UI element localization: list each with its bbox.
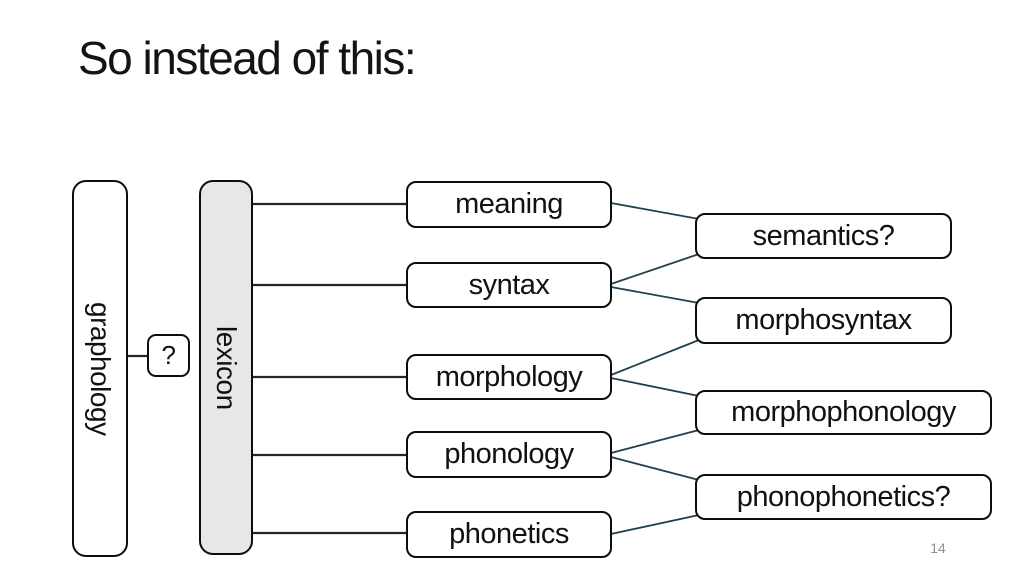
edge-morphology-morphosyntax [610, 339, 700, 376]
node-morphosyntax: morphosyntax [695, 297, 952, 344]
node-graphology: graphology [72, 180, 128, 557]
node-question-mark: ? [147, 334, 190, 377]
edge-phonetics-phonophonetics [610, 514, 700, 535]
edge-syntax-morphosyntax [610, 286, 700, 304]
edge-phonology-morphophonology [610, 429, 700, 454]
node-lexicon: lexicon [199, 180, 253, 555]
node-morphology: morphology [406, 354, 612, 400]
page-number: 14 [930, 540, 946, 556]
node-syntax: syntax [406, 262, 612, 308]
node-morphophonology: morphophonology [695, 390, 992, 435]
node-phonetics: phonetics [406, 511, 612, 558]
edge-phonology-phonophonetics [610, 456, 700, 481]
node-phonology: phonology [406, 431, 612, 478]
node-phonophonetics: phonophonetics? [695, 474, 992, 520]
edge-morphology-morphophonology [610, 377, 700, 397]
node-meaning: meaning [406, 181, 612, 228]
node-semantics: semantics? [695, 213, 952, 259]
edge-syntax-semantics [610, 253, 700, 285]
edge-meaning-semantics [610, 202, 700, 220]
slide-title: So instead of this: [78, 32, 417, 84]
